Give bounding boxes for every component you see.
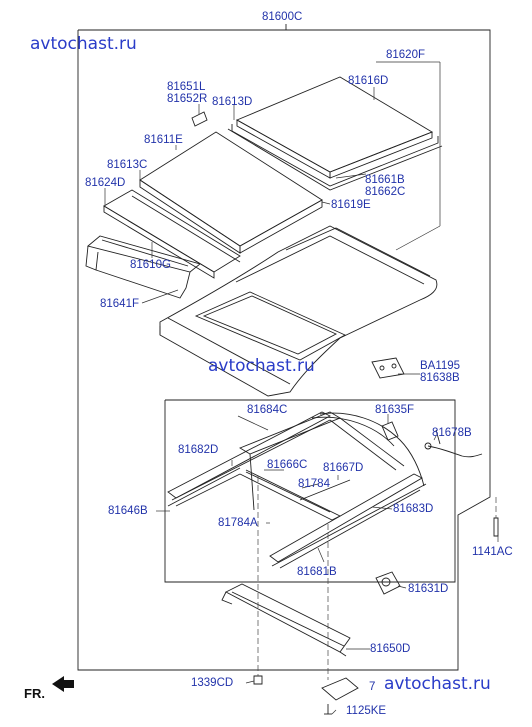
label-81684C: 81684C	[247, 404, 288, 416]
label-81646B: 81646B	[108, 505, 148, 517]
label-81784A: 81784A	[218, 517, 258, 529]
label-81650D: 81650D	[370, 643, 411, 655]
right-rail-shape	[269, 473, 427, 569]
label-81600C: 81600C	[262, 11, 303, 23]
bolt-ac-shape	[493, 517, 499, 537]
label-81635F: 81635F	[375, 404, 415, 416]
label-81652R: 81652R	[167, 93, 208, 105]
label-81651L: 81651L	[167, 81, 206, 93]
label-81638B: 81638B	[420, 372, 460, 384]
label-BA1195: BA1195	[420, 360, 461, 372]
front-arrow-icon	[52, 676, 74, 692]
label-81661B: 81661B	[365, 174, 405, 186]
label-81613D: 81613D	[212, 96, 253, 108]
label-81631D: 81631D	[408, 583, 449, 595]
deflector-shape	[85, 235, 201, 299]
label-81619E: 81619E	[331, 199, 371, 211]
label-81624D: 81624D	[85, 177, 126, 189]
label-81681B: 81681B	[297, 566, 337, 578]
label-81611E: 81611E	[144, 134, 183, 146]
screw-cd-shape	[253, 675, 263, 685]
watermark-top: avtochast.ru	[30, 34, 137, 54]
front-label: FR.	[24, 686, 45, 701]
glass-panel-shape	[139, 131, 323, 254]
weatherstrip-shape	[103, 189, 241, 279]
label-81666C: 81666C	[267, 459, 308, 471]
guide-lines	[257, 476, 497, 680]
label-1125KE: 1125KE	[346, 705, 387, 717]
glass-assy-shape	[227, 76, 443, 191]
harness-shape	[427, 445, 483, 458]
bracket-ba-shape	[371, 357, 405, 379]
watermark-bottom: avtochast.ru	[384, 674, 491, 694]
roof-panel-shape	[159, 225, 438, 397]
label-81613C: 81613C	[107, 159, 148, 171]
bracket-7-shape	[321, 677, 359, 701]
mechanism-frame	[164, 399, 456, 583]
motor-shape	[375, 571, 401, 595]
drain-shape	[221, 583, 351, 657]
label-81610G: 81610G	[130, 259, 171, 271]
label-bracket-7: 7	[369, 681, 376, 693]
label-81616D: 81616D	[348, 75, 389, 87]
label-81784: 81784	[298, 478, 330, 490]
cable-shape	[319, 412, 425, 487]
label-81682D: 81682D	[178, 444, 219, 456]
assembly-frame	[77, 29, 491, 671]
bracket-shape	[191, 111, 208, 127]
label-81667D: 81667D	[323, 462, 364, 474]
label-81620F: 81620F	[386, 49, 426, 61]
label-81641F: 81641F	[100, 298, 140, 310]
label-1339CD: 1339CD	[191, 677, 234, 689]
leader-lines	[104, 61, 499, 715]
label-1141AC: 1141AC	[472, 546, 513, 558]
left-rail-shape	[167, 411, 331, 507]
label-81683D: 81683D	[393, 503, 434, 515]
clip-shape	[381, 421, 399, 441]
watermark-middle: avtochast.ru	[208, 356, 315, 376]
label-81662C: 81662C	[365, 186, 406, 198]
label-81678B: 81678B	[432, 427, 472, 439]
